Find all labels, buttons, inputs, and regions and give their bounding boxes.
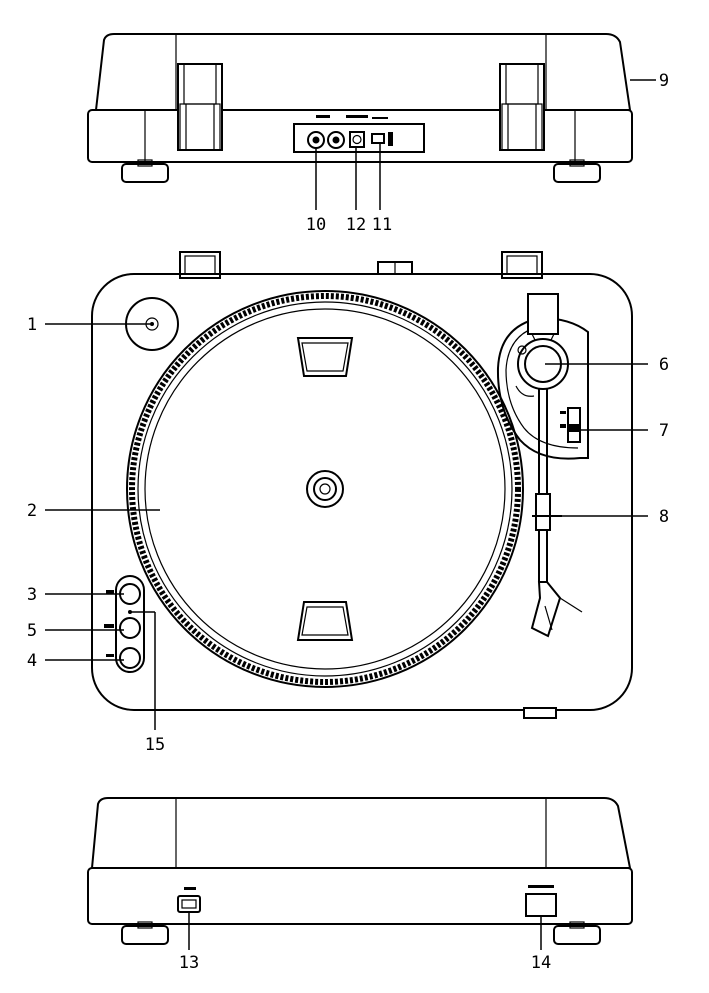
top-view — [92, 252, 632, 718]
foot-front-right — [554, 926, 600, 944]
leader-lines — [45, 80, 656, 950]
output-switch[interactable] — [372, 132, 393, 146]
callout-labels: 1 2 3 5 4 15 6 7 8 9 10 12 11 13 14 — [27, 71, 669, 973]
callout-2: 2 — [27, 501, 37, 521]
callout-15: 15 — [145, 735, 165, 755]
callout-12: 12 — [346, 215, 366, 235]
foot-front-left — [122, 926, 168, 944]
headshell — [532, 582, 582, 636]
callout-1: 1 — [27, 315, 37, 335]
usb-port[interactable] — [178, 887, 200, 912]
dust-cover-front — [92, 798, 630, 868]
tonearm-assembly — [498, 294, 588, 636]
callout-13: 13 — [179, 953, 199, 973]
button-4[interactable] — [120, 648, 140, 668]
spindle — [307, 471, 343, 507]
control-button-panel — [104, 576, 144, 672]
platter[interactable] — [127, 291, 523, 687]
rear-connector-panel — [294, 115, 424, 152]
front-view — [88, 798, 632, 944]
callout-6: 6 — [659, 355, 669, 375]
rca-output-jacks[interactable] — [308, 132, 344, 148]
dc-power-jack[interactable] — [350, 132, 364, 147]
callout-4: 4 — [27, 651, 37, 671]
front-tab — [524, 708, 556, 718]
hinge-right-rear — [500, 64, 544, 150]
hinge-left-rear — [178, 64, 222, 150]
callout-9: 9 — [659, 71, 669, 91]
rear-view — [88, 34, 632, 182]
speed-selector-switch[interactable] — [560, 408, 580, 442]
foot-rear-left — [122, 164, 168, 182]
callout-5: 5 — [27, 621, 37, 641]
tonearm-rest[interactable] — [532, 494, 562, 530]
foot-rear-right — [554, 164, 600, 182]
button-5[interactable] — [120, 618, 140, 638]
callout-11: 11 — [372, 215, 392, 235]
callout-7: 7 — [659, 421, 669, 441]
callout-3: 3 — [27, 585, 37, 605]
callout-14: 14 — [531, 953, 551, 973]
headphone-volume-knob[interactable] — [526, 885, 556, 916]
callout-10: 10 — [306, 215, 326, 235]
callout-8: 8 — [659, 507, 669, 527]
